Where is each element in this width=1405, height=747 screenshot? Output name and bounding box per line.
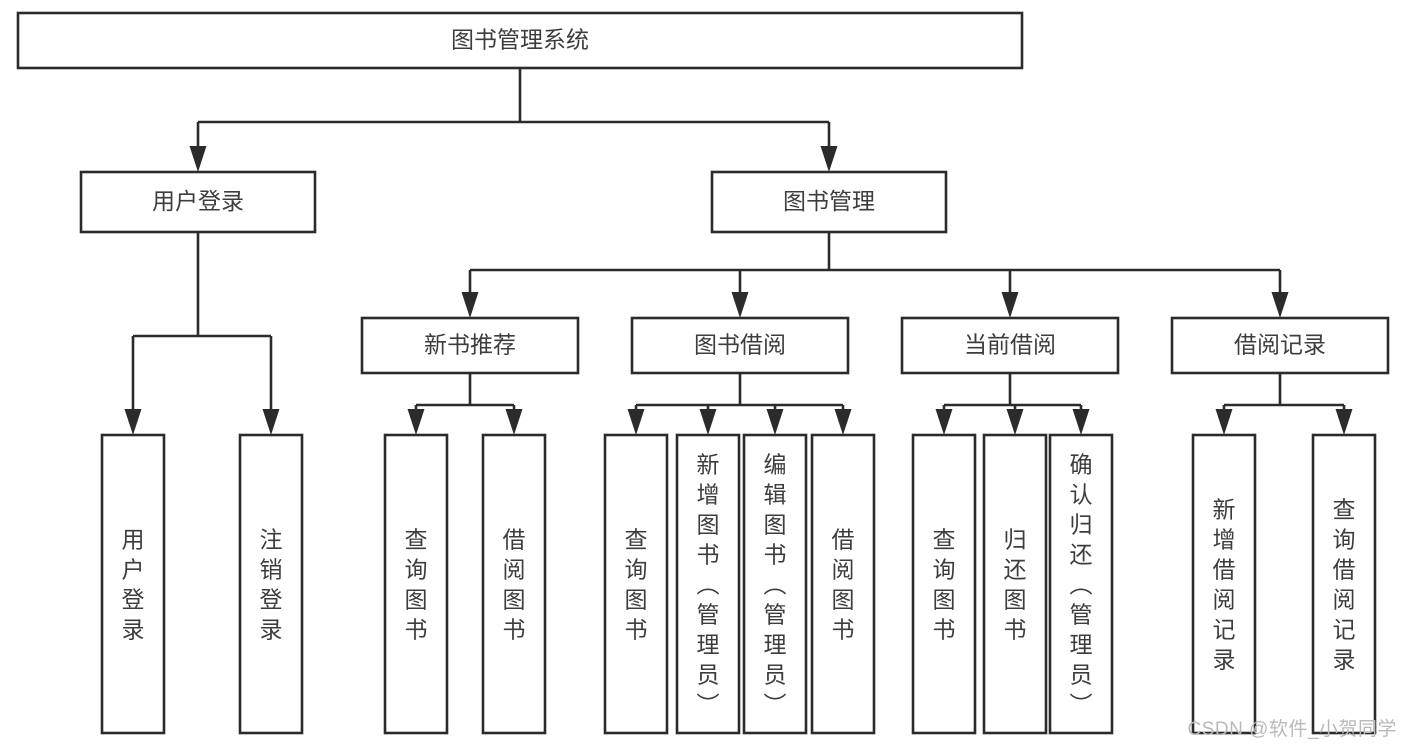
arrow-head-icon [1001, 292, 1019, 318]
node-box-leaf-query-book-3[interactable] [911, 433, 977, 735]
node-leaf-logout[interactable]: 注销登录 [238, 433, 304, 735]
arrow-head-icon [189, 146, 207, 172]
node-borrow-record[interactable]: 借阅记录 [1170, 316, 1390, 375]
node-label-leaf-add-borrow-record: 新增借阅记录 [1213, 496, 1236, 672]
node-box-new-book-recommend[interactable] [360, 316, 580, 375]
node-leaf-query-borrow-record[interactable]: 查询借阅记录 [1311, 433, 1377, 735]
node-label-leaf-user-login: 用户登录 [122, 526, 145, 642]
node-label-leaf-query-book-3: 查询图书 [933, 526, 956, 642]
node-box-leaf-borrow-book-1[interactable] [481, 433, 547, 735]
node-leaf-query-book-1[interactable]: 查询图书 [383, 433, 449, 735]
arrow-head-icon [1271, 292, 1289, 318]
connector-group-current-borrow [935, 373, 1090, 435]
connector-group-book-borrow [627, 373, 852, 435]
arrow-head-icon [766, 409, 784, 435]
arrow-head-icon [935, 409, 953, 435]
arrow-head-icon [1072, 409, 1090, 435]
node-label-leaf-query-book-1: 查询图书 [405, 526, 428, 642]
arrow-head-icon [1006, 409, 1024, 435]
node-box-leaf-query-book-1[interactable] [383, 433, 449, 735]
arrow-head-icon [699, 409, 717, 435]
node-user-login[interactable]: 用户登录 [79, 170, 317, 234]
node-leaf-edit-book-admin[interactable]: 编辑图书︵管理员︶ [742, 433, 808, 735]
arrow-head-icon [461, 292, 479, 318]
node-leaf-borrow-book-1[interactable]: 借阅图书 [481, 433, 547, 735]
node-current-borrow[interactable]: 当前借阅 [900, 316, 1120, 375]
node-box-leaf-user-login[interactable] [100, 433, 166, 735]
node-box-root[interactable] [16, 11, 1024, 70]
connector-group-root [189, 68, 838, 172]
node-label-new-book-recommend: 新书推荐 [424, 332, 516, 358]
node-box-leaf-query-book-2[interactable] [603, 433, 669, 735]
node-label-leaf-query-borrow-record: 查询借阅记录 [1333, 496, 1356, 672]
node-box-leaf-return-book[interactable] [982, 433, 1048, 735]
arrow-head-icon [1335, 409, 1353, 435]
node-box-leaf-add-book-admin[interactable] [675, 433, 741, 735]
connector-group-borrow-record [1215, 373, 1353, 435]
connector-group-new-book-recommend [407, 373, 523, 435]
node-leaf-query-book-3[interactable]: 查询图书 [911, 433, 977, 735]
node-label-leaf-return-book: 归还图书 [1004, 526, 1027, 642]
node-box-leaf-confirm-return-admin[interactable] [1048, 433, 1114, 735]
node-label-leaf-confirm-return-admin: 确认归还︵管理员︶ [1070, 451, 1093, 717]
arrow-head-icon [262, 409, 280, 435]
node-label-current-borrow: 当前借阅 [964, 332, 1056, 358]
node-box-leaf-logout[interactable] [238, 433, 304, 735]
node-box-user-login[interactable] [79, 170, 317, 234]
node-leaf-borrow-book-2[interactable]: 借阅图书 [810, 433, 876, 735]
arrow-head-icon [124, 409, 142, 435]
node-book-borrow[interactable]: 图书借阅 [630, 316, 850, 375]
arrow-head-icon [505, 409, 523, 435]
node-box-borrow-record[interactable] [1170, 316, 1390, 375]
node-box-leaf-query-borrow-record[interactable] [1311, 433, 1377, 735]
node-label-book-borrow: 图书借阅 [694, 332, 786, 358]
node-box-leaf-borrow-book-2[interactable] [810, 433, 876, 735]
node-label-leaf-add-book-admin: 新增图书︵管理员︶ [697, 451, 720, 717]
connector-group-book-manage [461, 232, 1289, 318]
node-label-leaf-logout: 注销登录 [260, 526, 283, 642]
node-label-leaf-edit-book-admin: 编辑图书︵管理员︶ [764, 451, 787, 717]
node-box-leaf-edit-book-admin[interactable] [742, 433, 808, 735]
arrow-head-icon [834, 409, 852, 435]
arrow-head-icon [627, 409, 645, 435]
arrow-head-icon [731, 292, 749, 318]
node-leaf-query-book-2[interactable]: 查询图书 [603, 433, 669, 735]
node-book-manage[interactable]: 图书管理 [710, 170, 948, 234]
node-leaf-user-login[interactable]: 用户登录 [100, 433, 166, 735]
node-box-book-borrow[interactable] [630, 316, 850, 375]
node-box-current-borrow[interactable] [900, 316, 1120, 375]
node-new-book-recommend[interactable]: 新书推荐 [360, 316, 580, 375]
node-label-borrow-record: 借阅记录 [1234, 332, 1326, 358]
node-label-book-manage: 图书管理 [783, 188, 875, 214]
connector-layer [124, 68, 1353, 435]
node-label-leaf-borrow-book-2: 借阅图书 [832, 526, 855, 642]
node-layer: 图书管理系统用户登录图书管理新书推荐图书借阅当前借阅借阅记录用户登录注销登录查询… [16, 11, 1390, 735]
node-label-leaf-borrow-book-1: 借阅图书 [503, 526, 526, 642]
csdn-watermark: CSDN @软件_小贺同学 [1187, 719, 1397, 740]
arrow-head-icon [820, 146, 838, 172]
node-box-book-manage[interactable] [710, 170, 948, 234]
node-leaf-add-book-admin[interactable]: 新增图书︵管理员︶ [675, 433, 741, 735]
node-leaf-confirm-return-admin[interactable]: 确认归还︵管理员︶ [1048, 433, 1114, 735]
node-box-leaf-add-borrow-record[interactable] [1191, 433, 1257, 735]
node-leaf-add-borrow-record[interactable]: 新增借阅记录 [1191, 433, 1257, 735]
node-label-leaf-query-book-2: 查询图书 [625, 526, 648, 642]
arrow-head-icon [1215, 409, 1233, 435]
node-label-root: 图书管理系统 [451, 27, 589, 53]
node-label-user-login: 用户登录 [152, 188, 244, 214]
connector-group-user-login [124, 232, 280, 435]
node-leaf-return-book[interactable]: 归还图书 [982, 433, 1048, 735]
node-root[interactable]: 图书管理系统 [16, 11, 1024, 70]
arrow-head-icon [407, 409, 425, 435]
